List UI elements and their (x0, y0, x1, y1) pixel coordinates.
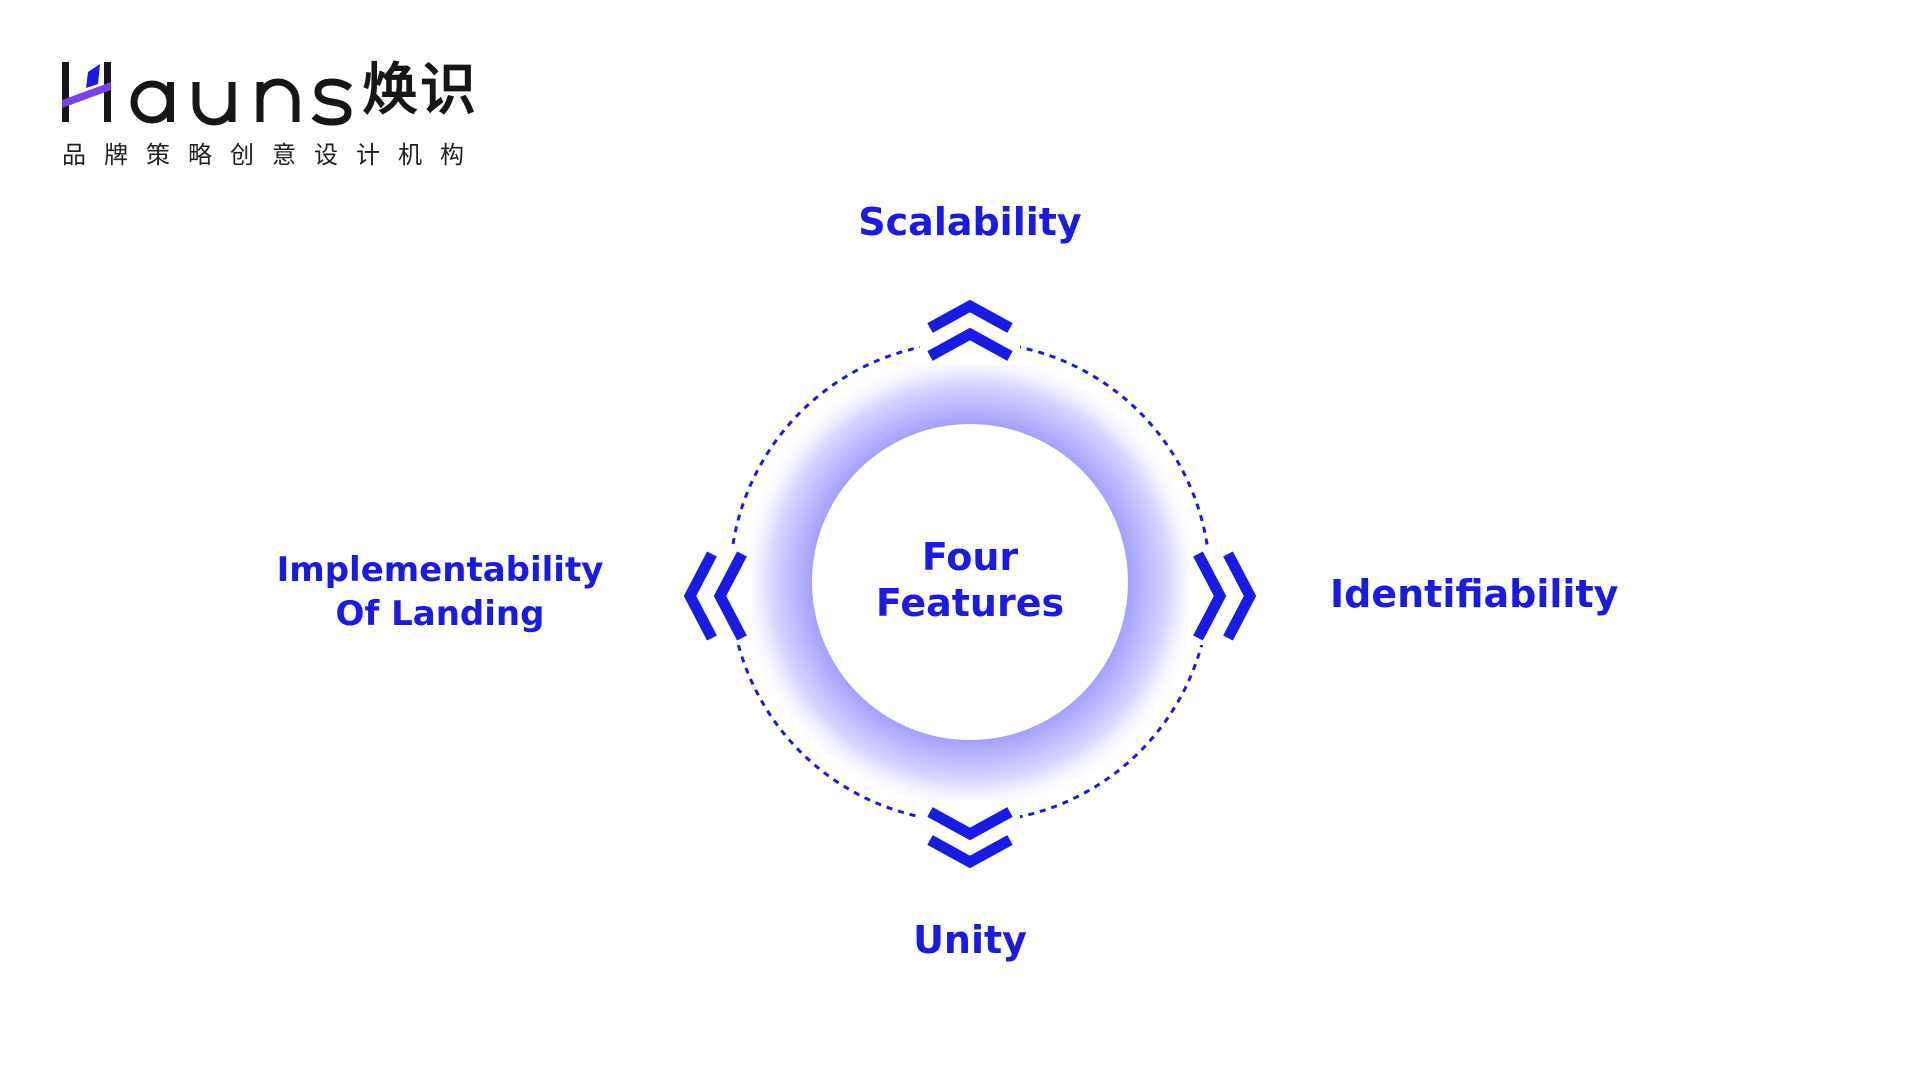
feature-label-top: Scalability (858, 200, 1082, 244)
center-circle (812, 424, 1128, 740)
chevron-up-icon (927, 299, 1013, 361)
hauns-wordmark (62, 62, 353, 126)
feature-label-left-line2: Of Landing (335, 594, 545, 634)
brand-logo: 焕识 品牌策略创意设计机构 (60, 54, 490, 174)
feature-label-left: Implementability Of Landing (200, 548, 680, 636)
brand-tagline: 品牌策略创意设计机构 (62, 141, 482, 169)
brand-chinese-name: 焕识 (362, 58, 478, 123)
center-title-line2: Features (875, 581, 1065, 625)
chevron-right-icon (1193, 551, 1257, 641)
feature-label-bottom: Unity (913, 918, 1027, 962)
feature-label-left-line1: Implementability (276, 550, 604, 590)
center-title: Four Features (820, 534, 1120, 626)
chevron-left-icon (683, 551, 747, 641)
chevron-down-icon (927, 807, 1013, 869)
center-title-line1: Four (921, 535, 1019, 579)
feature-label-right: Identifiability (1330, 572, 1619, 616)
